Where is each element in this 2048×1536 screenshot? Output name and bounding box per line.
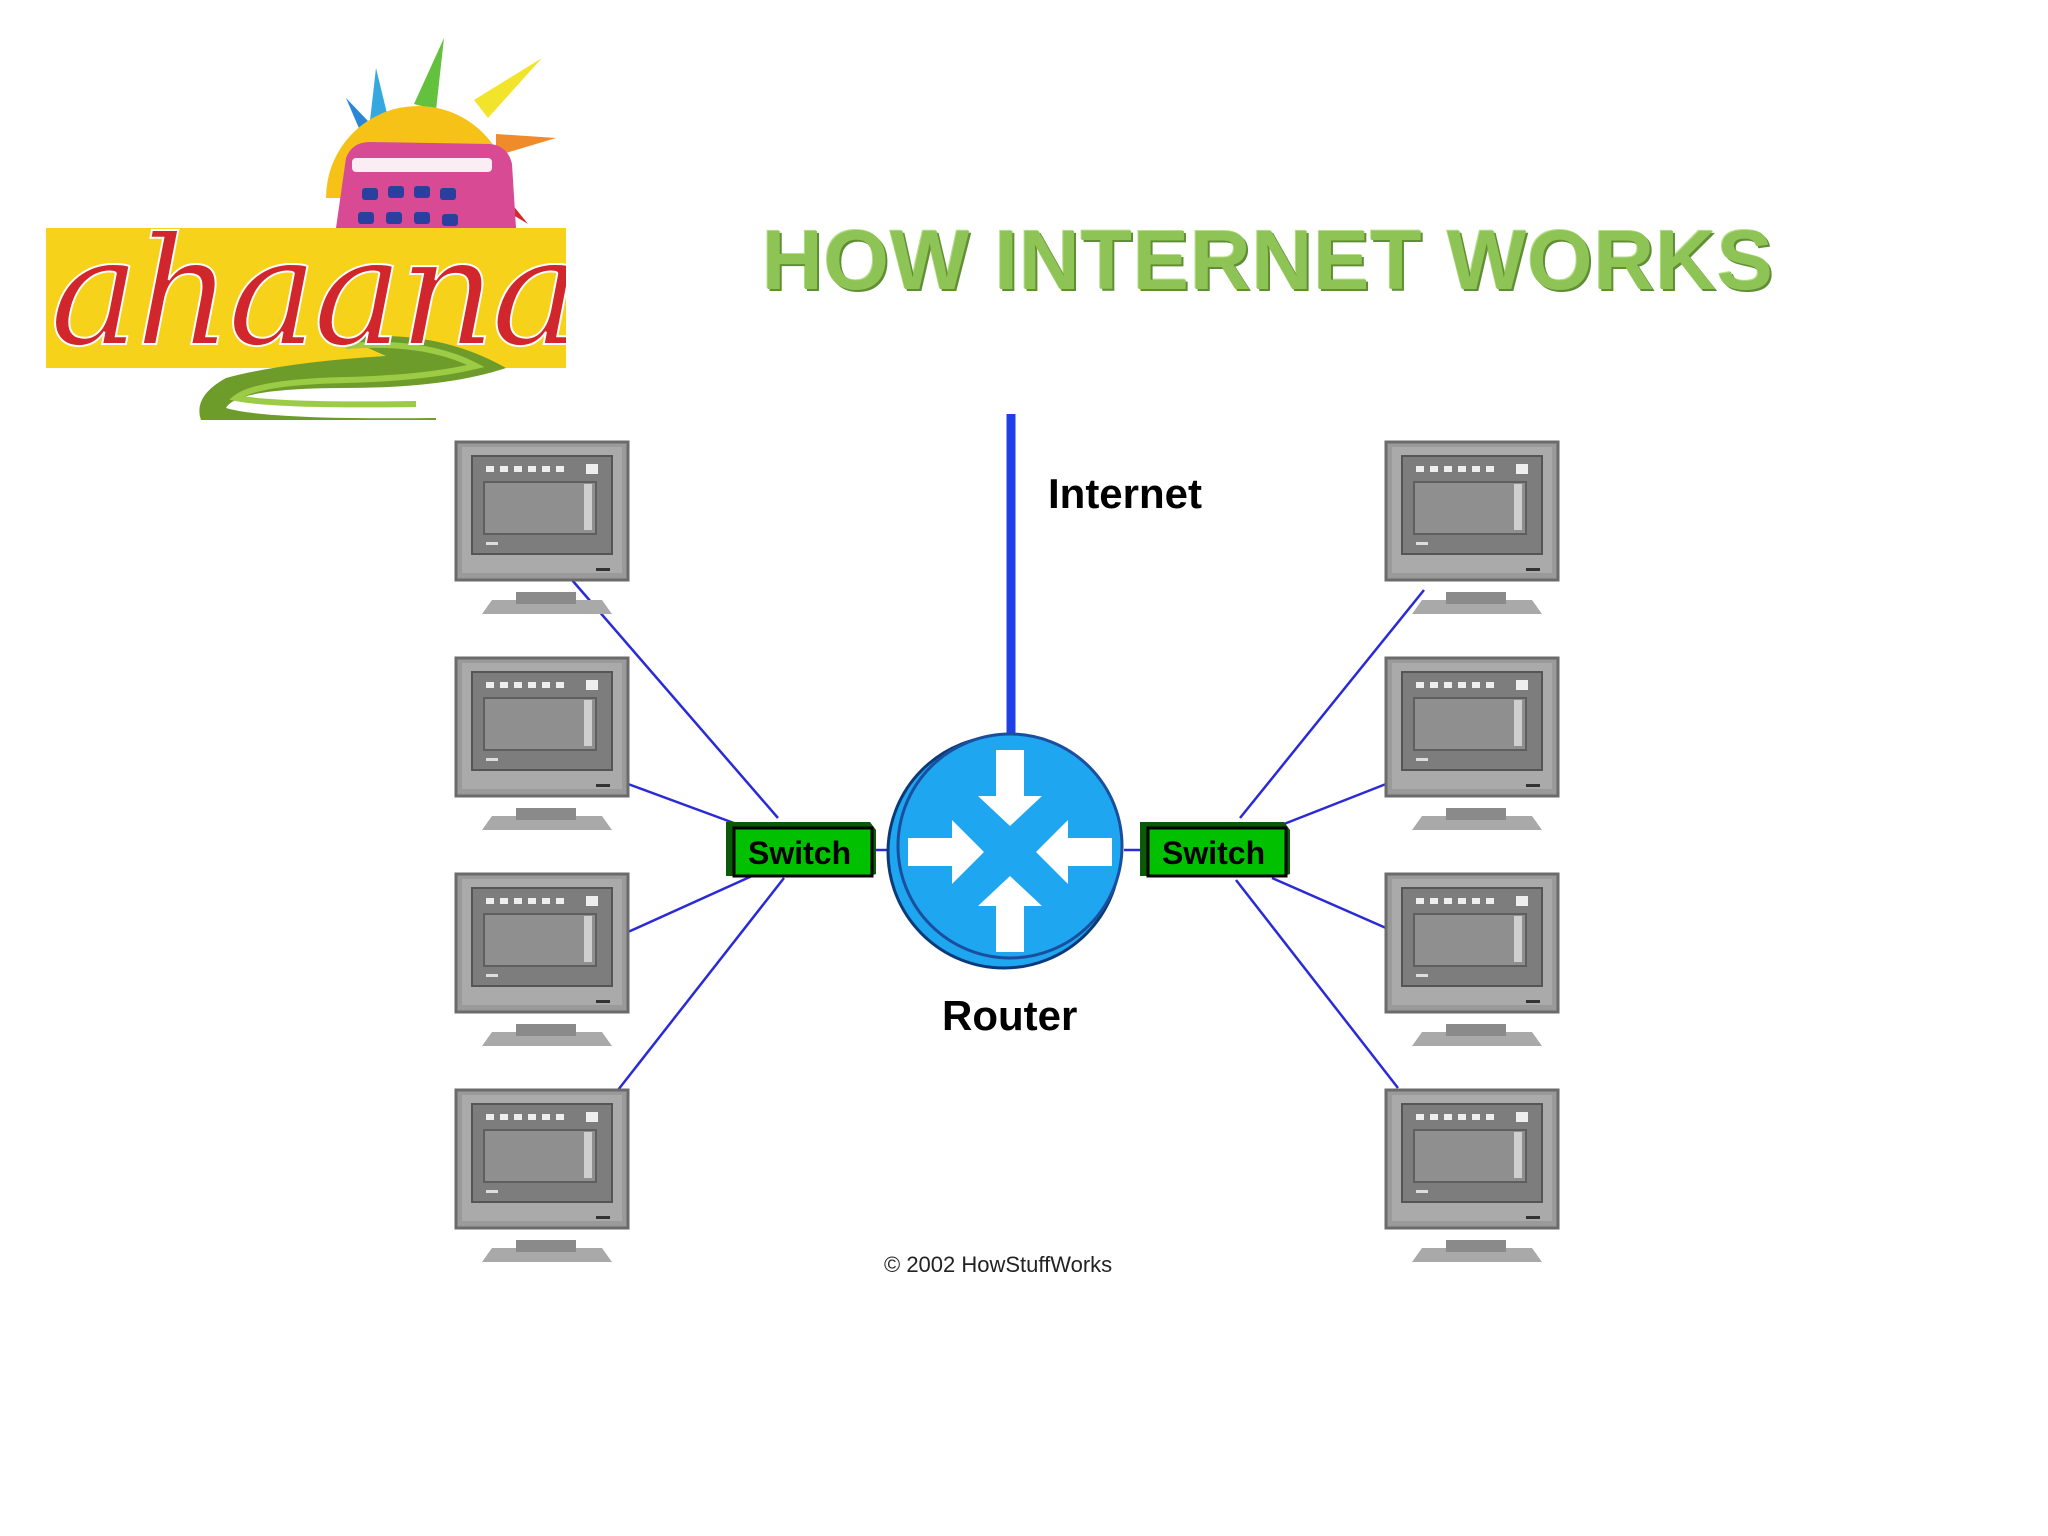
router-icon [886, 732, 1124, 970]
link-left-2 [627, 782, 743, 828]
computer-right-2 [1384, 656, 1560, 832]
computer-left-3 [454, 872, 630, 1048]
logo-wordmark: ahaana [50, 206, 566, 380]
switch-right-label: Switch [1162, 835, 1265, 871]
computer-right-1 [1384, 440, 1560, 616]
link-left-1 [571, 579, 779, 819]
computer-right-3 [1384, 872, 1560, 1048]
switch-right: Switch [1140, 822, 1290, 878]
link-left-3 [627, 874, 753, 934]
ahaana-logo: ahaana [46, 38, 566, 420]
left-links [571, 579, 785, 1091]
link-right-4 [1235, 879, 1399, 1089]
computer-left-4 [454, 1088, 630, 1264]
link-right-3 [1271, 876, 1387, 930]
router-label: Router [942, 992, 1077, 1039]
link-right-1 [1239, 589, 1425, 819]
right-links [1235, 589, 1425, 1089]
slide-title: HOW INTERNET WORKS [762, 213, 1774, 307]
computer-right-4 [1384, 1088, 1560, 1264]
switch-left: Switch [726, 822, 876, 878]
internet-label: Internet [1048, 470, 1202, 517]
link-right-2 [1283, 782, 1387, 826]
computer-left-2 [454, 656, 630, 832]
computer-left-1 [454, 440, 630, 616]
switch-left-label: Switch [748, 835, 851, 871]
copyright-text: © 2002 HowStuffWorks [884, 1252, 1112, 1277]
link-left-4 [617, 877, 785, 1091]
